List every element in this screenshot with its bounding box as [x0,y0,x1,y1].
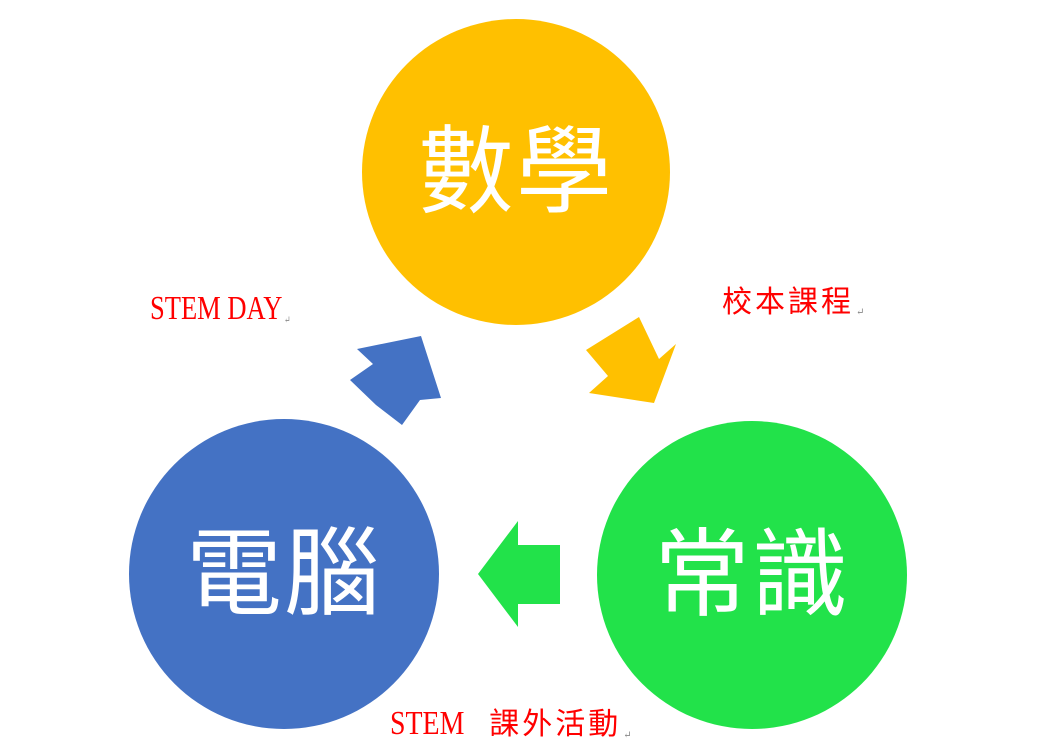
edge-label-stem-day-text: STEM DAY [150,290,283,327]
edge-label-school-based-curriculum: 校本課程↵ [722,288,864,318]
computer-node: 電腦 [129,419,439,729]
paragraph-mark-icon: ↵ [283,315,291,326]
math-node-label: 數學 [418,116,614,228]
arrow-computer-to-math [350,336,441,425]
arrow-math-to-gs [586,317,676,403]
paragraph-mark-icon: ↵ [623,730,632,741]
edge-label-stem-day: STEM DAY↵ [150,292,290,326]
edge-label-school-based-text: 校本課程 [722,285,854,320]
general-studies-node-label: 常識 [654,519,850,631]
arrow-gs-to-computer [478,521,560,627]
edge-label-extracurricular-text: 課外活動 [489,707,622,742]
math-node: 數學 [362,19,670,325]
general-studies-node: 常識 [597,421,907,729]
computer-node-label: 電腦 [186,518,382,630]
edge-label-stem-prefix: STEM [390,705,465,742]
paragraph-mark-icon: ↵ [856,307,865,318]
edge-label-stem-extracurricular: STEM 課外活動↵ [390,707,632,741]
